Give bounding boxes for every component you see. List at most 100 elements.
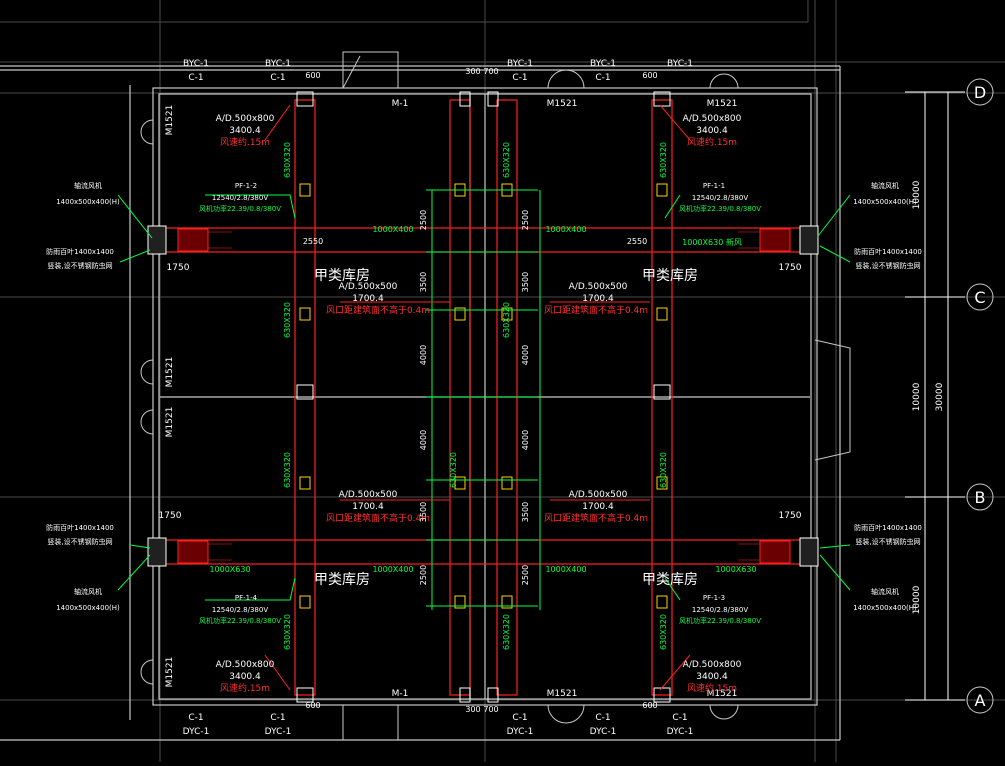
building-walls	[0, 65, 841, 741]
diffusers	[296, 91, 671, 703]
duct-branch-3: 630X320	[283, 452, 292, 488]
axis-bubble-A: A	[966, 686, 994, 714]
room-name-top-left: 甲类库房	[314, 268, 370, 284]
axis-bubble-B: B	[966, 483, 994, 511]
dim-600-bottom-left: 600	[305, 701, 320, 710]
mid-dimension-text: 2500 3500 4000 4000 3500 2500 2500 3500 …	[303, 210, 647, 585]
dim-1750: 1750	[159, 511, 182, 521]
dim-1750: 1750	[779, 511, 802, 521]
col-byc1-c: BYC-1	[507, 59, 533, 69]
outlet-leaders	[264, 104, 691, 691]
duct-side-bottom-left: 1000X630	[209, 565, 250, 574]
col-c1-f: C-1	[270, 713, 285, 723]
outlet-flow: 3400.4	[696, 126, 728, 136]
dim-2500-c: 2500	[521, 210, 530, 230]
dim-1750: 1750	[167, 263, 190, 273]
dim-dc: 10000	[912, 180, 922, 209]
column-labels-bottom: C-1 C-1 C-1 C-1 C-1 DYC-1 DYC-1 DYC-1 DY…	[183, 713, 694, 737]
fan-spec2: 风机功率22.39/0.8/380V	[679, 204, 761, 213]
door-m1521-left-mid: M1521	[165, 357, 175, 388]
fan-annotation-top-right: 轴流风机 1400x500x400(H) 防雨百叶1400x1400 竖装,设不…	[679, 181, 922, 273]
dim-600-top-left: 600	[305, 71, 320, 80]
outlet-label-mid-bottom-right: A/D.500x500 1700.4 风口距建筑面不高于0.4m	[544, 490, 648, 524]
fan-spec: 12540/2.8/380V	[212, 194, 268, 202]
dim-total: 30000	[935, 382, 945, 411]
col-c1-c: C-1	[512, 73, 527, 83]
fan-spec: 12540/2.8/380V	[212, 606, 268, 614]
dim-2550-left: 2550	[303, 237, 323, 246]
louver-note: 竖装,设不锈钢防虫网	[855, 261, 920, 270]
outlet-spec: A/D.500x500	[339, 282, 398, 292]
dim-3500-d: 3500	[521, 502, 530, 522]
room-name-bottom-left: 甲类库房	[314, 572, 370, 588]
dim-3500-c: 3500	[521, 272, 530, 292]
fan-spec2: 风机功率22.39/0.8/380V	[199, 204, 281, 213]
louver-note: 竖装,设不锈钢防虫网	[47, 261, 112, 270]
door-m1521-left-low: M1521	[165, 407, 175, 438]
dim-ba: 10000	[912, 585, 922, 614]
duct-branch-5: 630X320	[502, 142, 511, 178]
door-m1521-bottom-mid: M1521	[547, 689, 578, 699]
outlet-spec: A/D.500x500	[569, 490, 628, 500]
door-m1521-top-right: M1521	[707, 99, 738, 109]
axis-bubble-C: C	[966, 283, 994, 311]
fan-size: 1400x500x400(H)	[56, 604, 120, 612]
col-c1-h: C-1	[595, 713, 610, 723]
col-dyc1-e: DYC-1	[667, 727, 694, 737]
axis-label-b: B	[975, 488, 986, 507]
door-m1521-left-top: M1521	[165, 105, 175, 136]
col-dyc1-b: DYC-1	[265, 727, 292, 737]
outlet-flow: 3400.4	[696, 672, 728, 682]
outlet-spec: A/D.500x800	[683, 114, 742, 124]
room-name-top-right: 甲类库房	[642, 268, 698, 284]
outlet-label-mid-top-right: A/D.500x500 1700.4 风口距建筑面不高于0.4m	[544, 282, 648, 316]
outlet-flow: 3400.4	[229, 672, 261, 682]
outlet-flow: 1700.4	[582, 294, 614, 304]
col-c1-b: C-1	[270, 73, 285, 83]
axis-label-d: D	[974, 83, 986, 102]
louver-label: 防雨百叶1400x1400	[854, 247, 922, 256]
fan-label: 轴流风机	[871, 181, 899, 190]
outlet-label-mid-bottom-left: A/D.500x500 1700.4 风口距建筑面不高于0.4m	[326, 490, 430, 524]
fan-size: 1400x500x400(H)	[853, 604, 917, 612]
fan-size: 1400x500x400(H)	[853, 198, 917, 206]
fan-tag: PF-1-4	[235, 594, 258, 602]
duct-branch-8: 630X320	[502, 614, 511, 650]
duct-side-top-right: 1000X630 新风	[682, 237, 742, 247]
dim-700-bottom: 700	[483, 705, 498, 714]
dim-1750: 1750	[779, 263, 802, 273]
outlet-flow: 3400.4	[229, 126, 261, 136]
col-dyc1-a: DYC-1	[183, 727, 210, 737]
duct-main-top-right: 1000X400	[545, 225, 586, 234]
fan-annotation-bottom-right: 轴流风机 1400x500x400(H) 防雨百叶1400x1400 竖装,设不…	[679, 511, 922, 625]
duct-branch-4: 630X320	[283, 614, 292, 650]
outlet-speed: 风速约.15m	[687, 136, 737, 148]
outlet-note: 风口距建筑面不高于0.4m	[544, 304, 648, 316]
door-swings	[140, 51, 851, 741]
room-name-bottom-right: 甲类库房	[642, 572, 698, 588]
dim-2500-a: 2500	[419, 210, 428, 230]
outlet-note: 风口距建筑面不高于0.4m	[544, 512, 648, 524]
duct-main-bottom-right: 1000X400	[545, 565, 586, 574]
outlet-markers	[299, 183, 668, 609]
louver-note: 竖装,设不锈钢防虫网	[47, 537, 112, 546]
dim-600-bottom-right: 600	[642, 701, 657, 710]
door-m1521-left-bottom: M1521	[165, 657, 175, 688]
col-c1-a: C-1	[188, 73, 203, 83]
duct-branch-10: 630X320	[659, 452, 668, 488]
door-m1521-bottom-right: M1521	[707, 689, 738, 699]
dim-3500-b: 3500	[419, 502, 428, 522]
duct-main-top-left: 1000X400	[372, 225, 413, 234]
outlet-label-bottom-left: A/D.500x800 3400.4 风速约.15m	[216, 660, 275, 694]
fan-spec2: 风机功率22.39/0.8/380V	[199, 616, 281, 625]
dim-2550-right: 2550	[627, 237, 647, 246]
col-byc1-e: BYC-1	[667, 59, 693, 69]
outlet-note: 风口距建筑面不高于0.4m	[326, 512, 430, 524]
duct-branch-7: 630X320	[449, 452, 458, 488]
axis-label-a: A	[975, 691, 986, 710]
dim-2500-d: 2500	[521, 565, 530, 585]
fan-label: 轴流风机	[74, 587, 102, 596]
outlet-label-bottom-right: A/D.500x800 3400.4 风速约.15m	[683, 660, 742, 694]
dim-4000-d: 4000	[521, 430, 530, 450]
col-byc1-a: BYC-1	[183, 59, 209, 69]
